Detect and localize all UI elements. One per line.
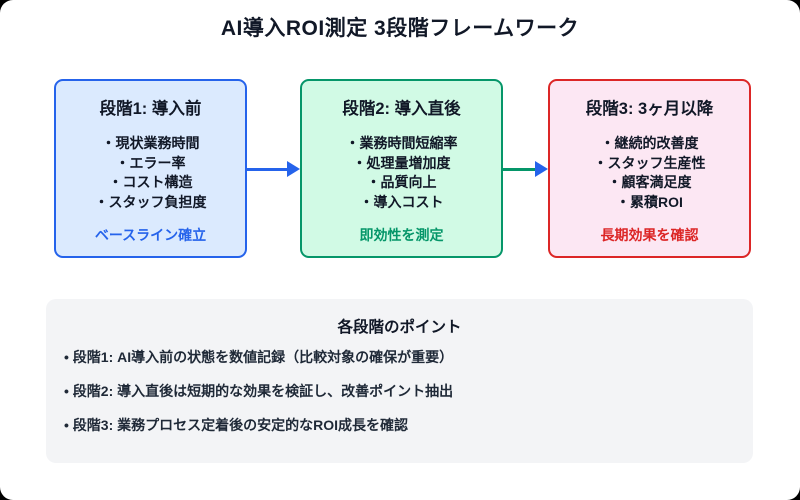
stage-2-item-2: ・処理量増加度 [352,154,451,171]
stage-2-box: 段階2: 導入直後 ・業務時間短縮率 ・処理量増加度 ・品質向上 ・導入コスト … [300,79,503,258]
stage-1-items: ・現状業務時間 ・エラー率 ・コスト構造 ・スタッフ負担度 [95,134,207,212]
arrow-line [247,167,287,171]
stage-3-footer-label: 長期効果を確認 [600,227,699,243]
stage-2-item-1: ・業務時間短縮率 [345,135,458,151]
arrow-line [503,167,535,171]
points-panel-title: 各段階のポイント [337,319,462,336]
stage-3-box: 段階3: 3ヶ月以降 ・継続的改善度 ・スタッフ生産性 ・顧客満足度 ・累積RO… [548,79,751,258]
stage-1-box: 段階1: 導入前 ・現状業務時間 ・エラー率 ・コスト構造 ・スタッフ負担度 ベ… [54,79,247,258]
stage-2-item-3: ・品質向上 [366,174,437,190]
stage-3-item-3: ・顧客満足度 [607,174,692,190]
stage-3-items: ・継続的改善度 ・スタッフ生産性 ・顧客満足度 ・累積ROI [594,134,706,212]
page-title: AI導入ROI測定 3段階フレームワーク [220,17,580,40]
stage-1-footer-label: ベースライン確立 [94,227,207,243]
stage-3-item-4: ・累積ROI [616,193,683,210]
stage-2-title: 段階2: 導入直後 [342,100,461,118]
stage-2-footer-label: 即効性を測定 [359,227,444,243]
stage-2-item-4: ・導入コスト [359,193,444,210]
stage-1-item-1: ・現状業務時間 [101,135,200,151]
arrow-right-icon [287,161,300,177]
stage-1-title: 段階1: 導入前 [99,100,202,118]
arrow-right-icon [535,161,548,177]
stage-3-item-2: ・スタッフ生産性 [593,154,706,171]
stage-2-items: ・業務時間短縮率 ・処理量増加度 ・品質向上 ・導入コスト [346,134,458,212]
stage-1-item-3: ・コスト構造 [108,174,193,190]
point-stage2: • 段階2: 導入直後は短期的な効果を検証し、改善ポイント抽出 [64,383,454,399]
stage-1-item-4: ・スタッフ負担度 [94,193,207,210]
stage-1-item-2: ・エラー率 [115,154,186,171]
point-stage1: • 段階1: AI導入前の状態を数値記録（比較対象の確保が重要） [64,349,454,365]
stage-3-title: 段階3: 3ヶ月以降 [585,100,714,118]
stage-3-item-1: ・継続的改善度 [600,135,699,151]
arrow-stage1-to-stage2 [247,161,300,177]
point-stage3: • 段階3: 業務プロセス定着後の安定的なROI成長を確認 [64,417,409,433]
points-panel: 各段階のポイント • 段階1: AI導入前の状態を数値記録（比較対象の確保が重要… [46,299,753,463]
arrow-stage2-to-stage3 [503,161,548,177]
